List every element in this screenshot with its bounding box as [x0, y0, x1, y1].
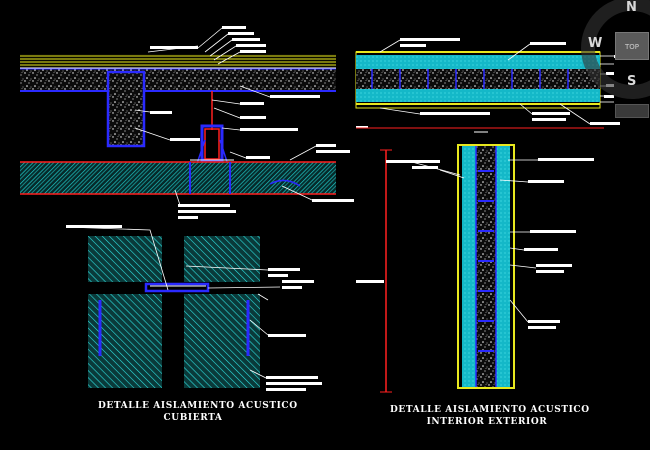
wcs-menu-button[interactable]	[615, 104, 649, 118]
caption-cubierta-line2: CUBIERTA	[163, 413, 223, 423]
panel-top-left	[88, 236, 162, 282]
caption-interior: DETALLE AISLAMIENTO ACUSTICO INTERIOR EX…	[390, 404, 590, 428]
wall-layer-cyan-bottom	[356, 89, 600, 102]
wall-layer-cyan-top	[356, 55, 600, 69]
compass-north[interactable]: N	[626, 0, 637, 15]
roof-slab	[20, 69, 336, 91]
caption-interior-line1: DETALLE AISLAMIENTO ACUSTICO	[390, 405, 590, 415]
compass-south[interactable]: S	[627, 74, 637, 89]
caption-cubierta-line1: DETALLE AISLAMIENTO ACUSTICO	[98, 401, 298, 411]
cubierta-section	[20, 26, 354, 219]
caption-interior-line2: INTERIOR EXTERIOR	[426, 417, 548, 427]
wall-vertical-section	[356, 144, 594, 393]
cubierta-label-stubs	[150, 26, 354, 219]
viewcube-ring[interactable]	[581, 0, 650, 99]
wall-horizontal-section	[355, 38, 620, 133]
vwall-cyan-right	[496, 146, 510, 387]
panel-top-right	[184, 236, 260, 282]
vwall-concrete	[476, 146, 496, 387]
ceiling-insulation	[20, 162, 336, 194]
roof-beam	[106, 70, 146, 148]
caption-cubierta: DETALLE AISLAMIENTO ACUSTICO CUBIERTA	[98, 400, 298, 424]
plan-detail	[65, 225, 322, 391]
wall-layer-concrete	[356, 69, 600, 89]
vwall-cyan-left	[462, 146, 476, 387]
compass-west[interactable]: W	[588, 36, 603, 51]
viewcube-top-button[interactable]: TOP	[615, 32, 649, 60]
